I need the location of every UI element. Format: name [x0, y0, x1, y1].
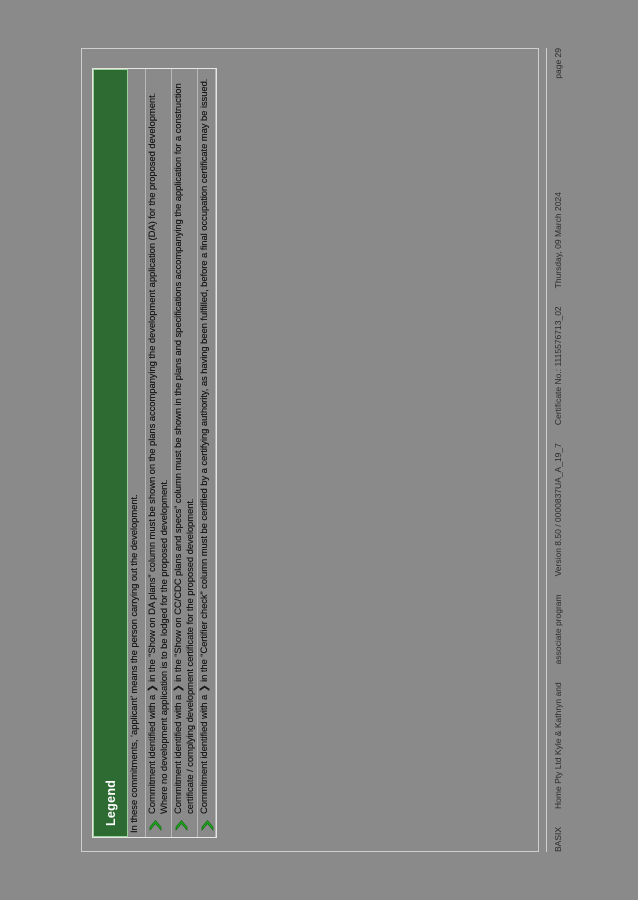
legend-row-text: In these commitments, ‘applicant’ means … — [129, 494, 140, 833]
footer-address: associate program — [553, 594, 563, 665]
footer-version: Version 8.50 / 0000837UA_A_19_7 — [553, 443, 563, 577]
footer-date: Thursday, 09 March 2024 — [553, 192, 563, 289]
legend-row-text: Commitment identified with a ❯ in the “C… — [199, 78, 211, 814]
page-footer: BASIX Home Pty Ltd Kyle & Kathryn and as… — [547, 48, 569, 852]
legend-row: Commitment identified with a ❯ in the “S… — [146, 69, 173, 837]
footer-page-number: page 29 — [553, 48, 563, 79]
legend-row-text: Commitment identified with a ❯ in the “S… — [173, 83, 196, 814]
legend-row-text: Commitment identified with a ❯ in the “S… — [147, 92, 170, 814]
footer-project: Home Pty Ltd Kyle & Kathryn and — [553, 682, 563, 809]
legend-title-bar: Legend — [93, 69, 128, 837]
printed-sheet: Legend In these commitments, ‘applicant’… — [59, 40, 579, 860]
legend-row: Commitment identified with a ❯ in the “S… — [172, 69, 199, 837]
green-chevron-icon — [200, 817, 214, 833]
footer-certificate-number: Certificate No.: 1115576713_02 — [553, 306, 563, 426]
footer-basix-label: BASIX — [553, 826, 563, 852]
legend-body: In these commitments, ‘applicant’ means … — [128, 69, 217, 837]
legend-panel: Legend In these commitments, ‘applicant’… — [92, 68, 218, 838]
green-chevron-icon — [174, 817, 188, 833]
green-chevron-icon — [148, 817, 162, 833]
legend-row: In these commitments, ‘applicant’ means … — [128, 69, 146, 837]
legend-title: Legend — [103, 779, 118, 826]
legend-row: Commitment identified with a ❯ in the “C… — [198, 69, 217, 837]
